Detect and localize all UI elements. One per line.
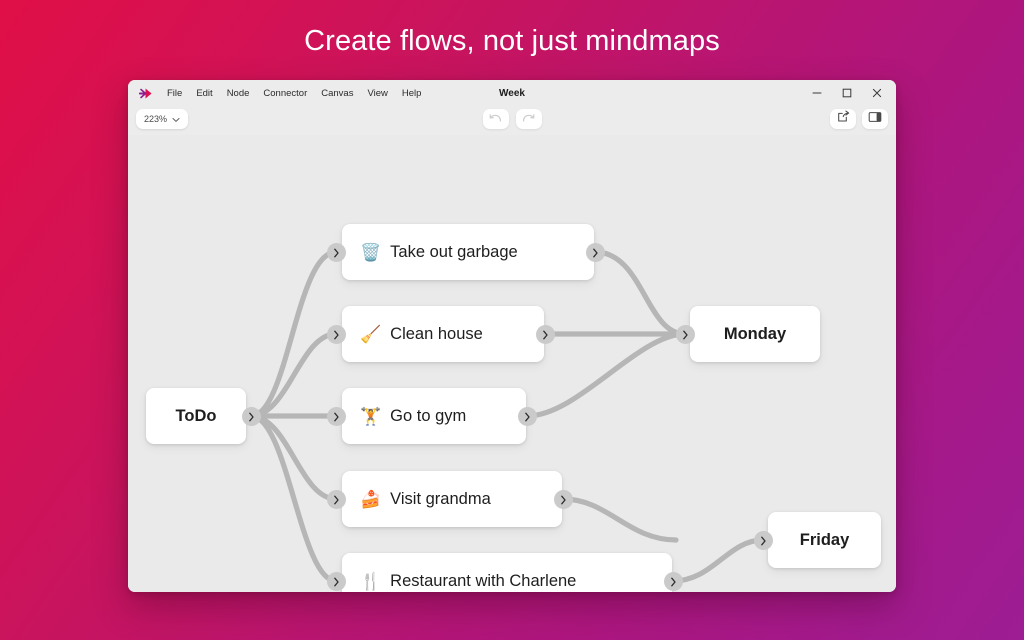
close-icon[interactable] <box>862 81 892 105</box>
node-take-out-garbage[interactable]: 🗑️ Take out garbage <box>342 224 594 280</box>
node-clean-house[interactable]: 🧹 Clean house <box>342 306 544 362</box>
handle-garbage-out[interactable] <box>586 243 605 262</box>
handle-clean-in[interactable] <box>327 325 346 344</box>
right-tools <box>830 109 888 129</box>
share-icon <box>837 110 850 128</box>
redo-icon <box>522 110 535 128</box>
menu-edit[interactable]: Edit <box>196 87 213 99</box>
handle-todo-out[interactable] <box>242 407 261 426</box>
node-go-to-gym-label: Go to gym <box>390 406 467 425</box>
node-visit-grandma[interactable]: 🍰 Visit grandma <box>342 471 562 527</box>
broom-icon: 🧹 <box>360 324 382 344</box>
handle-gym-out[interactable] <box>518 407 537 426</box>
menu-item-list: File Edit Node Connector Canvas View Hel… <box>160 85 428 102</box>
toggle-right-panel-button[interactable] <box>862 109 888 129</box>
node-monday[interactable]: Monday <box>690 306 820 362</box>
node-take-out-garbage-label: Take out garbage <box>390 242 518 261</box>
window-controls <box>802 80 892 106</box>
history-tools <box>128 109 896 129</box>
menu-view[interactable]: View <box>367 87 388 99</box>
edge-grandma-friday <box>560 496 679 543</box>
share-button[interactable] <box>830 109 856 129</box>
handle-gym-in[interactable] <box>327 407 346 426</box>
undo-icon <box>489 110 502 128</box>
menu-file[interactable]: File <box>167 87 183 99</box>
window-chrome: File Edit Node Connector Canvas View Hel… <box>128 80 896 135</box>
app-window: File Edit Node Connector Canvas View Hel… <box>128 80 896 592</box>
connector-layer <box>248 249 766 584</box>
edge-restaurant-friday <box>670 537 766 584</box>
toolbar: 223% <box>128 106 896 135</box>
zoom-level-dropdown[interactable]: 223% <box>136 109 189 129</box>
menu-canvas[interactable]: Canvas <box>321 87 354 99</box>
node-clean-house-label: Clean house <box>390 324 483 343</box>
node-todo[interactable]: ToDo <box>146 388 246 444</box>
edge-garbage-monday <box>592 249 688 337</box>
node-friday[interactable]: Friday <box>768 512 881 568</box>
menu-help[interactable]: Help <box>401 87 422 99</box>
menu-connector[interactable]: Connector <box>263 87 308 99</box>
handle-friday-in[interactable] <box>754 531 773 550</box>
handle-restaurant-in[interactable] <box>327 572 346 591</box>
handle-garbage-in[interactable] <box>327 243 346 262</box>
handle-grandma-in[interactable] <box>327 490 346 509</box>
edge-todo-garbage <box>248 249 339 419</box>
node-visit-grandma-label: Visit grandma <box>390 489 491 508</box>
handle-monday-in[interactable] <box>676 325 695 344</box>
edge-todo-clean <box>248 331 339 419</box>
menu-node[interactable]: Node <box>226 87 250 99</box>
page-title: Create flows, not just mindmaps <box>304 25 720 57</box>
chevron-down-icon <box>172 110 180 128</box>
node-todo-label: ToDo <box>175 406 217 425</box>
node-go-to-gym[interactable]: 🏋️ Go to gym <box>342 388 526 444</box>
flow-canvas[interactable]: ToDo 🗑️ Take out garbage <box>128 135 896 592</box>
node-monday-label: Monday <box>723 324 787 343</box>
minimize-icon[interactable] <box>802 81 832 105</box>
edge-todo-grandma <box>248 413 339 502</box>
undo-button[interactable] <box>482 109 509 129</box>
menu-bar: File Edit Node Connector Canvas View Hel… <box>128 80 896 106</box>
zoom-level-value: 223% <box>144 114 168 124</box>
edge-todo-restaurant <box>248 413 339 584</box>
arrow-right-logo-icon <box>136 80 158 106</box>
maximize-icon[interactable] <box>832 81 862 105</box>
redo-button[interactable] <box>515 109 542 129</box>
fork-and-knife-icon: 🍴 <box>360 571 382 591</box>
toggle-right-panel-icon <box>868 110 882 128</box>
node-restaurant-with-charlene-label: Restaurant with Charlene <box>390 571 577 590</box>
handle-grandma-out[interactable] <box>554 490 573 509</box>
weightlifter-icon: 🏋️ <box>360 406 382 426</box>
wastebasket-icon: 🗑️ <box>360 242 382 262</box>
node-restaurant-with-charlene[interactable]: 🍴 Restaurant with Charlene <box>342 553 672 592</box>
cake-icon: 🍰 <box>360 489 382 509</box>
edge-gym-monday <box>524 331 688 419</box>
handle-restaurant-out[interactable] <box>664 572 683 591</box>
node-friday-label: Friday <box>799 530 850 549</box>
handle-clean-out[interactable] <box>536 325 555 344</box>
